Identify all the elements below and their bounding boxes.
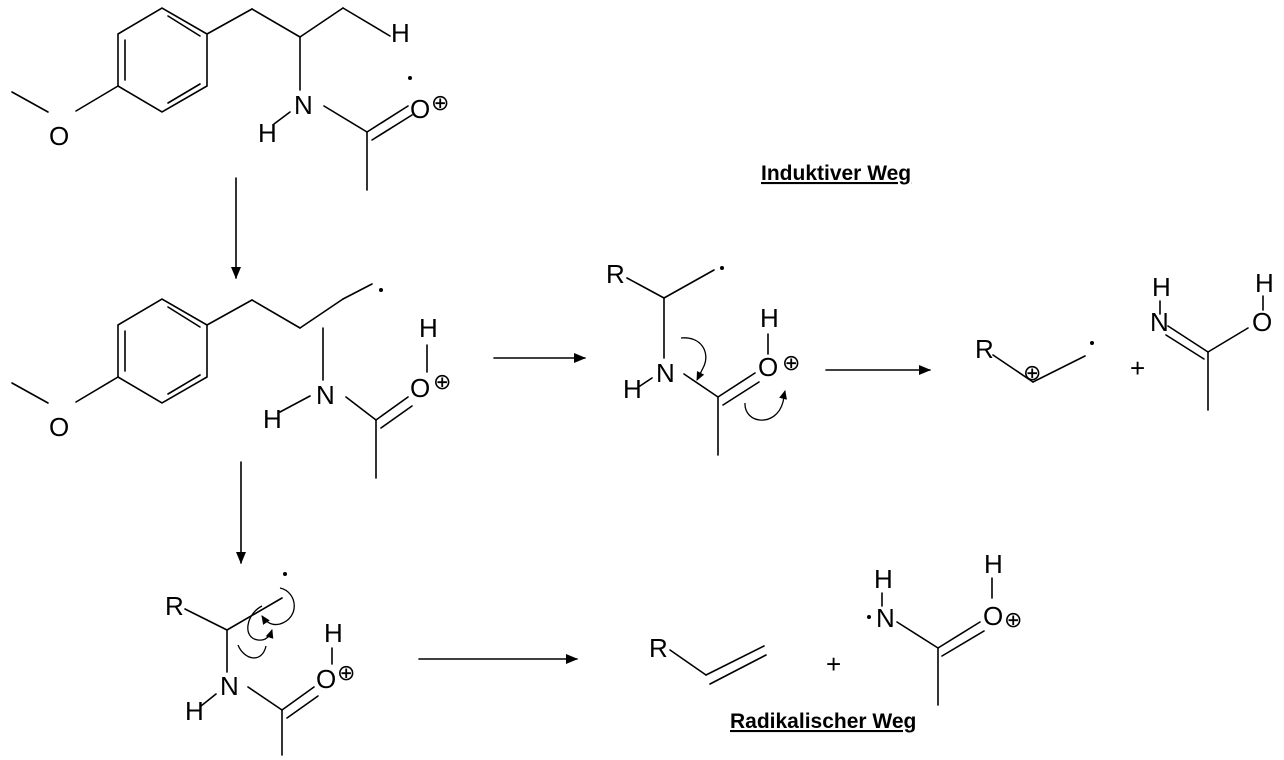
atom-h: H: [391, 18, 410, 48]
atom-n: N: [1150, 307, 1169, 337]
heading-radical-route: Radikalischer Weg: [730, 710, 916, 733]
product-alkene: R: [649, 633, 767, 685]
atom-o: O: [410, 373, 430, 403]
plus-sign: +: [826, 649, 841, 679]
radical-dot-icon: [283, 572, 287, 576]
radical-dot-icon: [408, 76, 412, 80]
molecule-inductive-intermediate: R N H O ⊕ H: [606, 259, 800, 456]
atom-o: O: [49, 121, 69, 151]
curved-arrow-icon: [680, 337, 707, 381]
product-amide-radical-cation: H N O ⊕ H: [867, 549, 1022, 706]
atom-h: H: [1152, 272, 1171, 302]
atom-h: H: [258, 118, 277, 148]
plus-sign: +: [1130, 353, 1145, 383]
atom-h: H: [1255, 268, 1274, 298]
radical-dot-icon: [720, 266, 724, 270]
heading-inductive-route: Induktiver Weg: [761, 162, 911, 185]
molecule-intermediate: O N H O ⊕ H: [11, 283, 451, 479]
benzene-ring: [117, 7, 208, 113]
atom-n: N: [294, 90, 313, 120]
atom-h: H: [324, 618, 343, 648]
atom-h: H: [419, 313, 438, 343]
charge-icon: ⊕: [1004, 608, 1022, 633]
curved-arrow-icon: [247, 605, 274, 641]
atom-h: H: [760, 303, 779, 333]
charge-icon: ⊕: [782, 351, 800, 376]
atom-o: O: [410, 94, 430, 124]
atom-h: H: [623, 374, 642, 404]
atom-o: O: [316, 664, 336, 694]
product-imidic-acid: H N O H: [1150, 268, 1274, 411]
curved-arrow-icon: [744, 390, 787, 421]
atom-o: O: [1252, 307, 1272, 337]
atom-r: R: [649, 633, 668, 663]
molecule-radical-intermediate: R N H O ⊕ H: [165, 572, 355, 756]
curved-arrow-icon: [237, 644, 267, 659]
charge-icon: ⊕: [337, 661, 355, 686]
atom-h: H: [263, 404, 282, 434]
atom-h: H: [984, 549, 1003, 579]
benzene-ring: [117, 298, 208, 404]
atom-h: H: [874, 564, 893, 594]
atom-r: R: [606, 259, 625, 289]
radical-dot-icon: [867, 615, 871, 619]
atom-o: O: [49, 412, 69, 442]
charge-icon: ⊕: [1023, 361, 1041, 386]
atom-r: R: [165, 591, 184, 621]
atom-h: H: [185, 696, 204, 726]
atom-n: N: [656, 358, 675, 388]
curved-arrow-icon: [261, 587, 295, 626]
radical-dot-icon: [379, 288, 383, 292]
product-carbocation: R ⊕: [975, 334, 1094, 386]
atom-o: O: [758, 352, 778, 382]
atom-n: N: [220, 671, 239, 701]
molecule-start: O H N H O ⊕: [11, 7, 449, 191]
atom-r: R: [975, 334, 994, 364]
charge-icon: ⊕: [433, 370, 451, 395]
atom-o: O: [983, 601, 1003, 631]
radical-dot-icon: [1090, 341, 1094, 345]
atom-n: N: [876, 603, 895, 633]
atom-n: N: [316, 380, 335, 410]
charge-icon: ⊕: [431, 91, 449, 116]
